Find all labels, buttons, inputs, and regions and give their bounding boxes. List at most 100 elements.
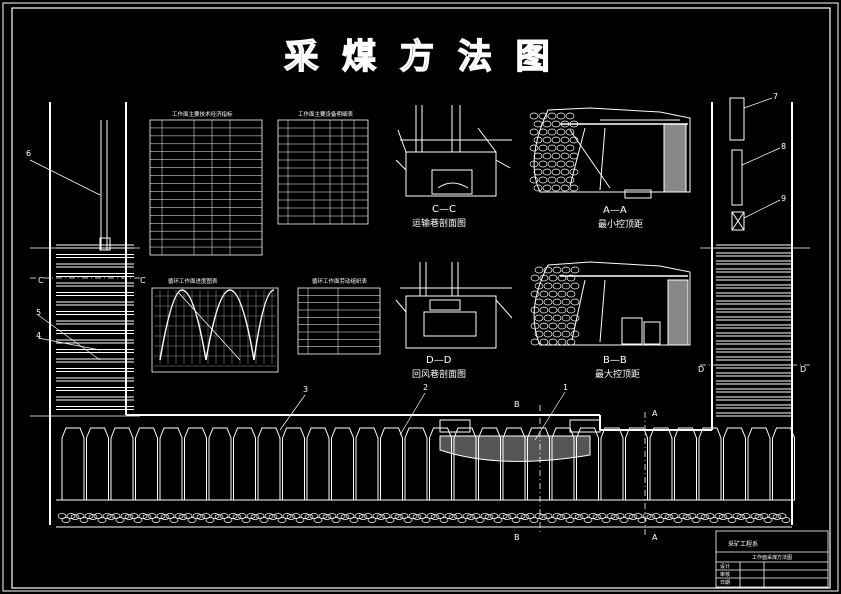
rubble-stone xyxy=(646,514,656,520)
rubble-stone xyxy=(97,517,107,523)
rubble-stone xyxy=(237,513,247,519)
table-title-indicators: 工作面主要技术经济指标 xyxy=(172,110,233,118)
rubble-stone xyxy=(533,168,543,176)
rubble-stone xyxy=(560,120,570,128)
hydraulic-support xyxy=(110,427,134,501)
rubble-stone xyxy=(565,144,575,152)
table-frame xyxy=(297,287,381,355)
rubble-stone xyxy=(93,513,103,519)
rubble-stone xyxy=(529,144,539,152)
section-bb xyxy=(533,261,691,346)
rubble-stone xyxy=(530,338,540,346)
rubble-stone xyxy=(561,513,571,519)
right-support-frames xyxy=(716,244,792,417)
rubble-stone xyxy=(250,514,260,520)
rubble-stone xyxy=(691,517,701,523)
rubble-stone xyxy=(556,112,566,120)
rubble-stone xyxy=(394,514,404,520)
rubble-stone xyxy=(615,513,625,519)
rubble-stone xyxy=(120,513,130,519)
rubble-stone xyxy=(156,513,166,519)
rubble-stone xyxy=(570,513,580,519)
callout-2: 2 xyxy=(423,383,428,392)
rubble-stone xyxy=(277,517,287,523)
hydraulic-support xyxy=(282,427,305,501)
rubble-stone xyxy=(430,514,440,520)
rubble-stone xyxy=(583,517,593,523)
rubble-stone xyxy=(560,152,570,160)
rubble-stone xyxy=(560,184,570,192)
rubble-stone xyxy=(601,517,611,523)
rubble-stone xyxy=(124,514,134,520)
rubble-stone xyxy=(542,152,552,160)
table-title-progress: 循环工作面进度图表 xyxy=(168,277,218,285)
rubble-stone xyxy=(538,514,548,520)
section-dd xyxy=(395,262,513,349)
rubble-stone xyxy=(588,513,598,519)
rubble-stone xyxy=(556,144,566,152)
rubble-stone xyxy=(462,513,472,519)
hydraulic-support xyxy=(478,427,501,501)
rubble-stone xyxy=(566,274,576,282)
hydraulic-support xyxy=(502,427,526,501)
rubble-stone xyxy=(322,514,332,520)
rubble-stone xyxy=(727,517,737,523)
rubble-stone xyxy=(538,112,548,120)
section-dd-label: D—D xyxy=(426,355,452,366)
rubble-stone xyxy=(372,513,382,519)
rubble-stone xyxy=(538,128,548,136)
rubble-stone xyxy=(57,513,67,519)
rubble-stone xyxy=(84,513,94,519)
rubble-stone xyxy=(169,517,179,523)
title-block-drawing: 工作面采煤方法图 xyxy=(752,554,792,561)
rubble-stone xyxy=(264,513,274,519)
hydraulic-support xyxy=(331,427,354,501)
rubble-stone xyxy=(548,306,558,314)
callout-8: 8 xyxy=(781,142,786,151)
rubble-stone xyxy=(569,184,579,192)
mark-b-bottom: B xyxy=(514,533,520,542)
hydraulic-support xyxy=(404,427,428,501)
drawing-title: 采 煤 方 法 图 xyxy=(284,37,555,77)
rubble-stone xyxy=(552,266,562,274)
rubble-stone xyxy=(340,514,350,520)
rubble-stone xyxy=(327,513,337,519)
rubble-stone xyxy=(745,517,755,523)
rubble-stone xyxy=(547,112,557,120)
rubble-stone xyxy=(700,514,710,520)
hydraulic-support xyxy=(306,427,330,501)
rubble-stone xyxy=(516,513,526,519)
rubble-stone xyxy=(561,330,571,338)
mark-d-left: D xyxy=(698,365,704,374)
rubble-stone xyxy=(534,513,544,519)
rubble-stone xyxy=(592,514,602,520)
rubble-stone xyxy=(511,517,521,523)
rubble-stone xyxy=(569,168,579,176)
section-dd-caption: 回风巷剖面图 xyxy=(412,368,466,380)
rubble-stone xyxy=(282,513,292,519)
rubble-stone xyxy=(552,282,562,290)
rubble-stone xyxy=(75,513,85,519)
table-indicators xyxy=(149,119,263,256)
rubble-stone xyxy=(673,517,683,523)
rubble-stone xyxy=(520,514,530,520)
rubble-stone xyxy=(543,314,553,322)
rubble-stone xyxy=(718,514,728,520)
rubble-stone xyxy=(542,184,552,192)
rubble-stone xyxy=(539,290,549,298)
hydraulic-support xyxy=(61,427,85,501)
rubble-stone xyxy=(566,306,576,314)
rubble-stone xyxy=(529,160,539,168)
rubble-stone xyxy=(543,513,553,519)
rubble-stone xyxy=(566,338,576,346)
rubble-stone xyxy=(557,338,567,346)
rubble-stone xyxy=(556,128,566,136)
rubble-stone xyxy=(475,517,485,523)
rubble-stone xyxy=(354,513,364,519)
title-block-row-2: 审核 xyxy=(720,571,730,578)
hydraulic-support xyxy=(184,427,207,501)
rubble-stone xyxy=(538,160,548,168)
rubble-stone xyxy=(543,266,553,274)
